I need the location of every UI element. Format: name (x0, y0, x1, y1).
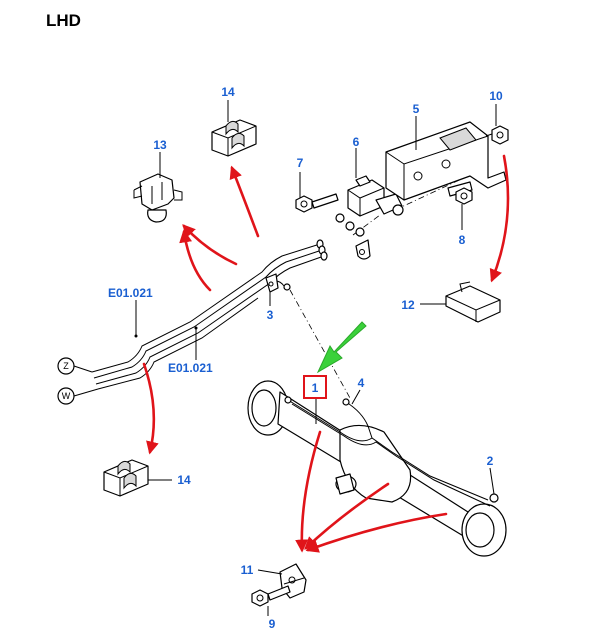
callout-4: 4 (358, 376, 365, 390)
callout-1: 1 (312, 381, 319, 395)
part-5-bracket (385, 121, 507, 201)
callout-2: 2 (487, 454, 494, 468)
part-13-clip (133, 173, 183, 223)
part-8-bolt (447, 181, 473, 205)
callout-13: 13 (153, 138, 167, 152)
reference-e01021-upper: E01.021 (108, 286, 153, 300)
callout-5: 5 (413, 102, 420, 116)
svg-text:W: W (62, 391, 71, 401)
callout-12: 12 (401, 298, 415, 312)
part-10-nut (491, 125, 509, 145)
part-3-bracket (265, 273, 279, 293)
red-arrows (142, 154, 510, 553)
part-6-valve (335, 175, 404, 260)
part-1-highlight-box (303, 375, 327, 399)
green-highlight-arrow (316, 321, 367, 374)
callout-8: 8 (459, 233, 466, 247)
diagram-title: LHD (46, 11, 81, 30)
callout-10: 10 (489, 89, 503, 103)
leader-lines (148, 100, 497, 616)
callout-14-top: 14 (221, 85, 235, 99)
marker-z: Z (57, 357, 93, 375)
reference-e01021-lower: E01.021 (168, 361, 213, 375)
callout-9: 9 (269, 617, 276, 630)
rear-axle-assembly (247, 380, 507, 557)
marker-w: W (57, 387, 99, 405)
part-7-bolt (295, 193, 339, 213)
callout-6: 6 (353, 135, 360, 149)
callout-7: 7 (297, 156, 304, 170)
part-14-top-clip (211, 119, 257, 157)
part-12-clip (445, 281, 501, 323)
svg-text:Z: Z (63, 361, 69, 371)
part-9-bolt (251, 585, 291, 607)
callout-14-bottom: 14 (177, 473, 191, 487)
callout-11: 11 (241, 563, 254, 577)
callout-3: 3 (267, 308, 274, 322)
callout-labels: 14 13 7 6 5 10 8 12 3 1 4 2 14 11 9 (153, 85, 503, 630)
brake-pipe-bundle (91, 239, 328, 390)
part-14-bottom-clip (103, 459, 149, 497)
